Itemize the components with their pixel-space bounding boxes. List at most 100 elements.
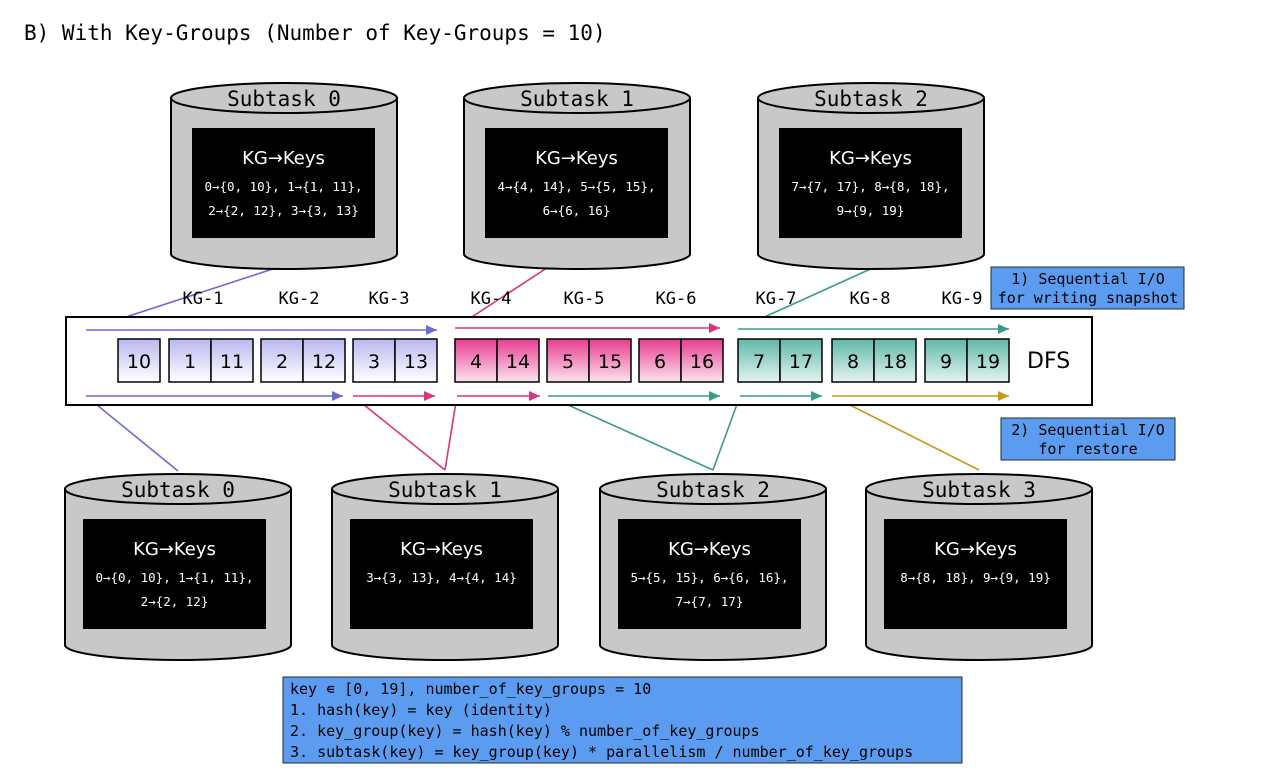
key-cell	[260, 338, 304, 383]
bottom-subtask-0-from-dfs	[85, 395, 179, 472]
bottom-subtask-0-screen	[83, 519, 266, 629]
key-group-box-2: 2 12	[260, 338, 346, 383]
bottom-subtask-2-from-dfs-b	[712, 395, 741, 471]
bottom-subtask-3-kg-line-0: 8→{8, 18}, 9→{9, 19}	[900, 570, 1051, 585]
restore-range-purple-head	[332, 391, 343, 401]
key-cell	[680, 338, 724, 383]
formula-line-3: 3. subtask(key) = key_group(key) * paral…	[290, 743, 913, 761]
key-value: 12	[312, 351, 336, 373]
key-cell	[394, 338, 438, 383]
bottom-subtask-1-cylinder: Subtask 1 KG→Keys 3→{3, 13}, 4→{4, 14}	[331, 473, 559, 661]
key-cell	[873, 338, 917, 383]
key-group-box-5: 5 15	[546, 338, 632, 383]
key-cell	[831, 338, 875, 383]
restore-range-gold-head	[998, 391, 1009, 401]
bottom-subtask-1-from-dfs-a	[352, 395, 446, 471]
bottom-subtask-1-kg-line-0: 3→{3, 13}, 4→{4, 14}	[366, 570, 517, 585]
key-value: 13	[404, 351, 428, 373]
key-group-box-4: 4 14	[454, 338, 540, 383]
key-cell	[302, 338, 346, 383]
top-subtask-2-screen	[779, 128, 962, 238]
bottom-subtask-1-screen	[350, 519, 533, 629]
restore-range-pink-b-head	[529, 391, 540, 401]
snapshot-range-purple-head	[426, 325, 437, 335]
key-cell	[454, 338, 498, 383]
top-subtask-0-kg-header: KG→Keys	[242, 148, 325, 169]
formula-line-0: key ∊ [0, 19], number_of_key_groups = 10	[290, 680, 651, 698]
key-value: 6	[654, 351, 666, 373]
kg-label-1: KG-1	[183, 289, 224, 309]
key-cell	[496, 338, 540, 383]
kg-label-8: KG-8	[850, 289, 891, 309]
key-group-box-0: 10	[117, 338, 161, 383]
bottom-subtask-2-screen	[618, 519, 801, 629]
top-subtask-2-kg-line-1: 9→{9, 19}	[837, 203, 905, 218]
key-value: 5	[562, 351, 574, 373]
bottom-subtask-1-kg-header: KG→Keys	[400, 539, 483, 560]
kg-label-4: KG-4	[471, 289, 512, 309]
formula-line-2: 2. key_group(key) = hash(key) % number_o…	[290, 722, 760, 740]
bottom-subtask-0-kg-header: KG→Keys	[133, 539, 216, 560]
note-restore-line-2: for restore	[1038, 440, 1137, 458]
snapshot-range-teal-head	[998, 324, 1009, 334]
key-value: 15	[598, 351, 622, 373]
bottom-subtask-0-kg-line-0: 0→{0, 10}, 1→{1, 11},	[95, 570, 253, 585]
bottom-subtask-3-name: Subtask 3	[922, 478, 1036, 502]
key-cell	[737, 338, 781, 383]
bottom-subtask-0-name: Subtask 0	[121, 478, 235, 502]
kg-label-9: KG-9	[942, 289, 983, 309]
key-cell	[966, 338, 1010, 383]
diagram-title: B) With Key-Groups (Number of Key-Groups…	[24, 21, 606, 45]
top-subtask-0-name: Subtask 0	[227, 87, 341, 111]
bottom-subtask-2-kg-line-0: 5→{5, 15}, 6→{6, 16},	[630, 570, 788, 585]
key-value: 1	[184, 351, 196, 373]
bottom-subtask-1-name: Subtask 1	[388, 478, 502, 502]
top-subtask-1-cylinder: Subtask 1 KG→Keys 4→{4, 14}, 5→{5, 15}, 6→{…	[463, 82, 691, 270]
kg-label-6: KG-6	[656, 289, 697, 309]
bottom-subtask-2-from-dfs-a	[547, 395, 714, 471]
top-subtask-1-kg-line-0: 4→{4, 14}, 5→{5, 15},	[497, 179, 655, 194]
key-group-box-3: 3 13	[352, 338, 438, 383]
top-subtask-0-screen	[192, 128, 375, 238]
key-cell	[588, 338, 632, 383]
key-value: 2	[276, 351, 288, 373]
key-cell	[210, 338, 254, 383]
top-subtask-1-kg-header: KG→Keys	[535, 148, 618, 169]
kg-label-5: KG-5	[564, 289, 605, 309]
key-value: 18	[883, 351, 907, 373]
key-value: 7	[753, 351, 765, 373]
key-value: 14	[506, 351, 530, 373]
restore-range-pink-a-head	[424, 391, 435, 401]
bottom-subtask-3-from-dfs	[831, 395, 980, 471]
top-subtask-0-kg-line-1: 2→{2, 12}, 3→{3, 13}	[208, 203, 359, 218]
key-value: 4	[470, 351, 482, 373]
key-cell	[546, 338, 590, 383]
key-value: 3	[368, 351, 380, 373]
dfs-label: DFS	[1027, 349, 1070, 374]
key-value: 10	[127, 351, 151, 373]
key-value: 9	[940, 351, 952, 373]
snapshot-range-pink-head	[709, 323, 720, 333]
kg-label-7: KG-7	[756, 289, 797, 309]
note-snapshot-line-2: for writing snapshot	[998, 289, 1179, 307]
note-snapshot-line-1: 1) Sequential I/O	[1011, 270, 1165, 288]
top-subtask-1-name: Subtask 1	[520, 87, 634, 111]
bottom-subtask-1-from-dfs-b	[444, 395, 458, 471]
kg-label-2: KG-2	[279, 289, 320, 309]
top-subtask-1-kg-line-1: 6→{6, 16}	[543, 203, 611, 218]
key-group-box-9: 9 19	[924, 338, 1010, 383]
note-snapshot: 1) Sequential I/O for writing snapshot	[990, 266, 1185, 310]
top-subtask-2-kg-line-0: 7→{7, 17}, 8→{8, 18},	[791, 179, 949, 194]
key-value: 16	[690, 351, 714, 373]
key-value: 19	[976, 351, 1000, 373]
restore-range-teal-a-head	[709, 391, 720, 401]
bottom-subtask-2-kg-line-1: 7→{7, 17}	[676, 594, 744, 609]
key-value: 11	[220, 351, 244, 373]
